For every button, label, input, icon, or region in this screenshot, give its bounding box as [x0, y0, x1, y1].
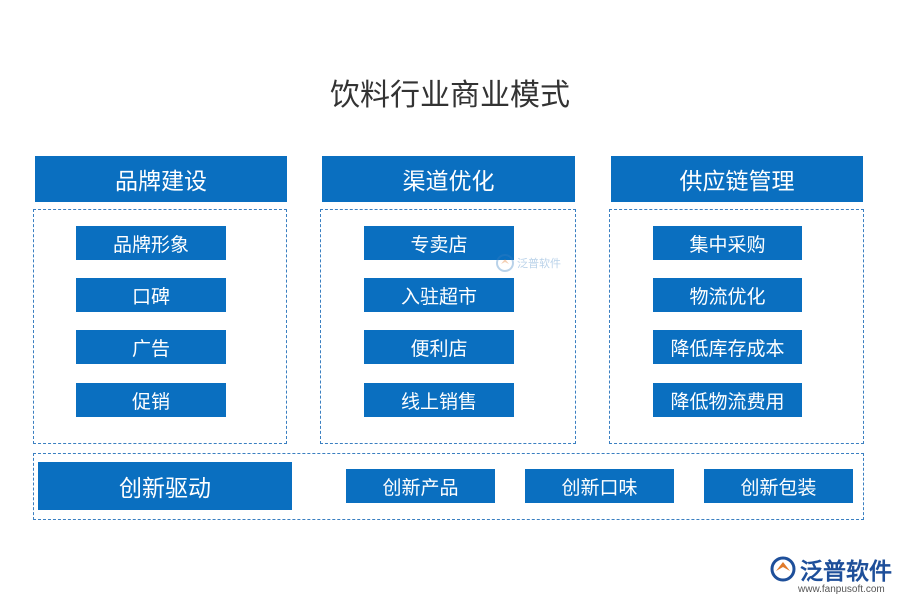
item-convenience-store: 便利店 — [364, 330, 514, 364]
item-reduce-logistics-cost: 降低物流费用 — [653, 383, 802, 417]
diagram-title: 饮料行业商业模式 — [330, 78, 570, 113]
column-header-brand: 品牌建设 — [35, 156, 287, 202]
item-centralized-procurement: 集中采购 — [653, 226, 802, 260]
item-innovative-product: 创新产品 — [346, 469, 495, 503]
item-innovative-flavor: 创新口味 — [525, 469, 674, 503]
fanpu-logo: 泛普软件 www.fanpusoft.com — [770, 552, 892, 595]
center-watermark: 泛普软件 — [496, 254, 561, 272]
logo-url-text: www.fanpusoft.com — [798, 584, 885, 595]
item-promotion: 促销 — [76, 383, 226, 417]
item-brand-image: 品牌形象 — [76, 226, 226, 260]
item-word-of-mouth: 口碑 — [76, 278, 226, 312]
column-header-supply-chain: 供应链管理 — [611, 156, 863, 202]
fanpu-logo-icon — [496, 254, 514, 272]
item-supermarket: 入驻超市 — [364, 278, 514, 312]
innovation-header: 创新驱动 — [38, 462, 292, 510]
fanpu-logo-mark-icon — [770, 556, 796, 582]
item-advertising: 广告 — [76, 330, 226, 364]
item-exclusive-store: 专卖店 — [364, 226, 514, 260]
item-online-sales: 线上销售 — [364, 383, 514, 417]
item-reduce-inventory-cost: 降低库存成本 — [653, 330, 802, 364]
column-header-channel: 渠道优化 — [322, 156, 575, 202]
item-innovative-packaging: 创新包装 — [704, 469, 853, 503]
item-logistics-optimization: 物流优化 — [653, 278, 802, 312]
column-panel-supply-chain — [609, 209, 864, 444]
center-watermark-brand: 泛普软件 — [517, 257, 561, 270]
column-panel-channel — [320, 209, 576, 444]
logo-brand-text: 泛普软件 — [800, 559, 892, 585]
column-panel-brand — [33, 209, 287, 444]
innovation-panel — [33, 453, 864, 520]
